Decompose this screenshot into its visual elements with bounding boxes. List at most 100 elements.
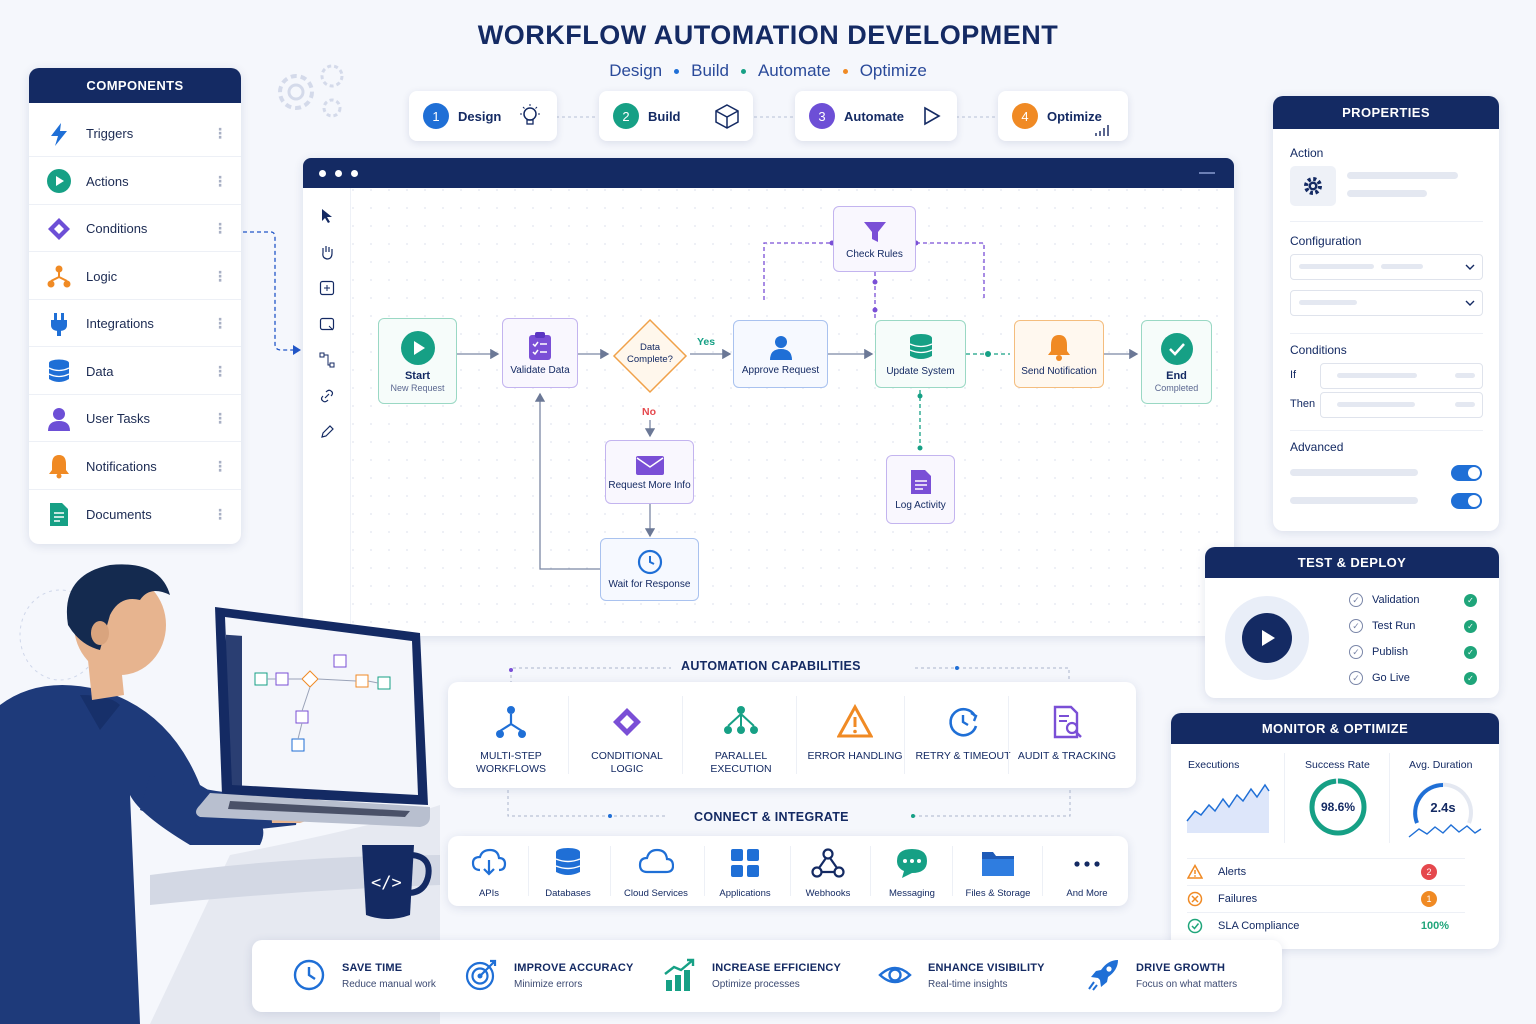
- deploy-step-test-run[interactable]: ✓ Test Run ✓: [1349, 619, 1479, 633]
- component-item-data[interactable]: Data ⋮: [29, 349, 241, 395]
- kebab-menu-icon[interactable]: ⋮: [213, 220, 227, 236]
- integration-webhooks[interactable]: Webhooks: [792, 836, 864, 906]
- step-label: Optimize: [1047, 108, 1102, 124]
- kebab-menu-icon[interactable]: ⋮: [213, 410, 227, 426]
- chevron-down-icon: [1465, 264, 1475, 270]
- deploy-step-publish[interactable]: ✓ Publish ✓: [1349, 645, 1479, 659]
- node-check-rules[interactable]: Check Rules: [833, 206, 916, 272]
- node-end-title: End: [1166, 369, 1187, 382]
- deploy-step-label: Validation: [1372, 594, 1420, 606]
- capability-multi-step[interactable]: MULTI-STEP WORKFLOWS: [454, 682, 568, 788]
- capability-parallel[interactable]: PARALLEL EXECUTION: [684, 682, 798, 788]
- node-decision[interactable]: Data Complete?: [612, 318, 688, 394]
- integration-applications[interactable]: Applications: [706, 836, 784, 906]
- integration-cloud-services[interactable]: Cloud Services: [612, 836, 700, 906]
- node-update-system[interactable]: Update System: [875, 320, 966, 388]
- node-end[interactable]: End Completed: [1141, 320, 1212, 404]
- deploy-play-button[interactable]: [1242, 613, 1292, 663]
- configuration-select-2[interactable]: [1290, 290, 1483, 316]
- eye-icon: [878, 966, 912, 984]
- pen-tool-icon[interactable]: [319, 424, 335, 440]
- component-item-integrations[interactable]: Integrations ⋮: [29, 301, 241, 347]
- capabilities-title: AUTOMATION CAPABILITIES: [681, 659, 861, 673]
- component-item-notifications[interactable]: Notifications ⋮: [29, 444, 241, 490]
- integration-apis[interactable]: APIs: [454, 836, 524, 906]
- deploy-step-validation[interactable]: ✓ Validation ✓: [1349, 593, 1479, 607]
- add-node-tool-icon[interactable]: [319, 280, 335, 296]
- node-approve-request[interactable]: Approve Request: [733, 320, 828, 388]
- capability-audit[interactable]: AUDIT & TRACKING: [1010, 682, 1124, 788]
- monitor-row-alerts[interactable]: Alerts 2: [1187, 858, 1465, 884]
- component-item-conditions[interactable]: Conditions ⋮: [29, 206, 241, 252]
- step-design[interactable]: 1 Design: [409, 91, 557, 141]
- monitor-row-sla-compliance[interactable]: SLA Compliance 100%: [1187, 912, 1465, 938]
- monitor-row-label: Alerts: [1218, 865, 1247, 878]
- connector-tool-icon[interactable]: [319, 352, 335, 368]
- node-log-activity[interactable]: Log Activity: [886, 455, 955, 524]
- link-tool-icon[interactable]: [319, 388, 335, 404]
- deploy-step-go-live[interactable]: ✓ Go Live ✓: [1349, 671, 1479, 685]
- capability-label: ERROR HANDLING: [807, 750, 903, 762]
- node-start[interactable]: Start New Request: [378, 318, 457, 404]
- advanced-toggle-1[interactable]: [1451, 465, 1482, 481]
- benefit-subtitle: Minimize errors: [514, 979, 583, 990]
- then-input[interactable]: [1320, 392, 1483, 418]
- component-item-logic[interactable]: Logic ⋮: [29, 254, 241, 300]
- kebab-menu-icon[interactable]: ⋮: [213, 505, 227, 522]
- step-optimize[interactable]: 4 Optimize: [998, 91, 1128, 141]
- target-icon: [465, 959, 497, 991]
- configuration-select-1[interactable]: [1290, 254, 1483, 280]
- component-item-triggers[interactable]: Triggers ⋮: [29, 111, 241, 157]
- capability-warning[interactable]: ERROR HANDLING: [798, 682, 912, 788]
- kebab-menu-icon[interactable]: ⋮: [213, 267, 227, 284]
- hand-tool-icon[interactable]: [319, 244, 335, 260]
- capability-conditional[interactable]: CONDITIONAL LOGIC: [570, 682, 684, 788]
- bar-signal-icon: [1095, 125, 1109, 136]
- if-input[interactable]: [1320, 363, 1483, 389]
- count-badge: 1: [1421, 890, 1437, 907]
- step-automate[interactable]: 3 Automate: [795, 91, 957, 141]
- check-badge-icon: ✓: [1464, 619, 1477, 633]
- integration-databases[interactable]: Databases: [530, 836, 606, 906]
- subtitle-automate: Automate: [757, 61, 831, 80]
- step-build[interactable]: 2 Build: [599, 91, 753, 141]
- capability-retry-clock[interactable]: RETRY & TIMEOUT: [906, 682, 1020, 788]
- integration-messaging[interactable]: Messaging: [872, 836, 952, 906]
- node-validate-data[interactable]: Validate Data: [502, 318, 578, 388]
- integration-files-storage[interactable]: Files & Storage: [954, 836, 1042, 906]
- frame-tool-icon[interactable]: [319, 316, 335, 332]
- integration-divider: [1042, 846, 1043, 896]
- monitor-row-failures[interactable]: Failures 1: [1187, 885, 1465, 911]
- node-request-more-info[interactable]: Request More Info: [605, 440, 694, 504]
- node-wait-for-response[interactable]: Wait for Response: [600, 538, 699, 601]
- capability-divider: [682, 696, 683, 774]
- kebab-menu-icon[interactable]: ⋮: [213, 362, 227, 379]
- subtitle-design: Design: [609, 61, 663, 80]
- check-circle-icon: [1160, 332, 1193, 365]
- kebab-menu-icon[interactable]: ⋮: [213, 315, 227, 331]
- action-gear-button[interactable]: [1290, 166, 1336, 206]
- cloud-download-icon: [471, 848, 507, 876]
- monitor-header: MONITOR & OPTIMIZE: [1171, 713, 1499, 744]
- folder-icon: [982, 852, 1014, 876]
- component-item-user-tasks[interactable]: User Tasks ⋮: [29, 396, 241, 442]
- node-decision-label: Data Complete?: [627, 342, 673, 365]
- subtitle-optimize: Optimize: [859, 61, 927, 80]
- diamond-icon: [48, 217, 70, 240]
- bell-icon: [1048, 334, 1070, 361]
- pointer-tool-icon[interactable]: [320, 208, 334, 224]
- kebab-menu-icon[interactable]: ⋮: [213, 172, 227, 189]
- node-log-label: Log Activity: [895, 500, 946, 511]
- step-number: 1: [423, 103, 449, 129]
- component-item-documents[interactable]: Documents ⋮: [29, 491, 241, 537]
- conditions-label: Conditions: [1290, 343, 1347, 357]
- node-send-notification[interactable]: Send Notification: [1014, 320, 1104, 388]
- success-rate-ring: [1309, 778, 1367, 836]
- integration-and-more[interactable]: And More: [1044, 836, 1130, 906]
- advanced-toggle-2[interactable]: [1451, 493, 1482, 509]
- yes-label: Yes: [697, 336, 716, 348]
- component-item-actions[interactable]: Actions ⋮: [29, 159, 241, 205]
- executions-label: Executions: [1188, 759, 1240, 771]
- kebab-menu-icon[interactable]: ⋮: [213, 125, 227, 141]
- kebab-menu-icon[interactable]: ⋮: [213, 457, 227, 474]
